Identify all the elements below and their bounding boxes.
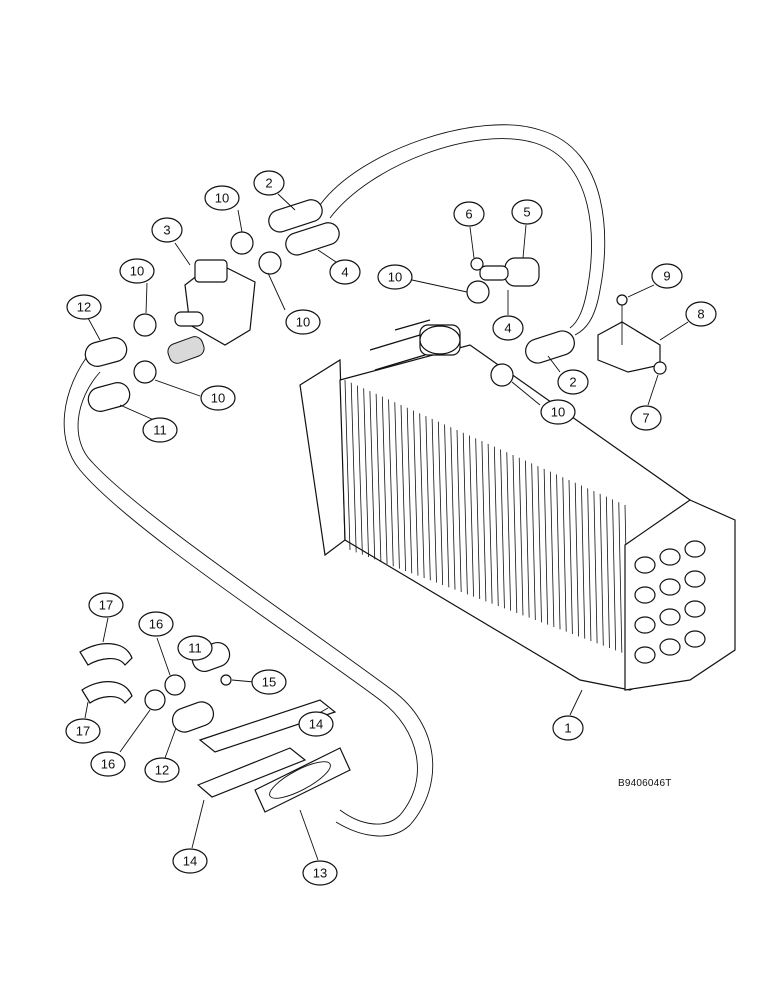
svg-text:14: 14	[309, 717, 323, 732]
svg-text:10: 10	[130, 264, 144, 279]
callouts: 1 2 2 3 4 4 5 6 7 8 9 10 10 10 10 10 10 …	[65, 170, 717, 886]
callout-8: 8	[685, 301, 717, 327]
svg-text:10: 10	[215, 191, 229, 206]
svg-text:2: 2	[569, 375, 576, 390]
callout-4: 4	[329, 259, 361, 285]
heater-core	[299, 319, 736, 691]
hose-clamps	[133, 231, 514, 387]
svg-text:6: 6	[465, 207, 472, 222]
callout-15: 15	[251, 669, 287, 695]
switch-and-bracket	[470, 257, 667, 375]
callout-10: 10	[119, 258, 155, 284]
callout-5: 5	[511, 199, 543, 225]
svg-text:3: 3	[163, 223, 170, 238]
callout-17: 17	[65, 718, 101, 744]
callout-16: 16	[138, 611, 174, 637]
callout-10: 10	[200, 385, 236, 411]
svg-text:10: 10	[211, 391, 225, 406]
hose-pieces	[84, 199, 575, 733]
svg-text:1: 1	[564, 721, 571, 736]
svg-text:11: 11	[188, 641, 202, 656]
svg-text:9: 9	[663, 269, 670, 284]
callout-12: 12	[144, 757, 180, 783]
svg-text:12: 12	[155, 763, 169, 778]
svg-text:4: 4	[504, 321, 511, 336]
water-valve	[167, 259, 256, 364]
callout-13: 13	[302, 860, 338, 886]
drawing-code: B9406046T	[618, 778, 672, 789]
callout-2: 2	[557, 369, 589, 395]
svg-text:7: 7	[642, 411, 649, 426]
svg-text:12: 12	[77, 300, 91, 315]
heater-core-fins	[344, 379, 629, 656]
callout-9: 9	[651, 263, 683, 289]
mounting-plates	[196, 699, 351, 813]
svg-text:8: 8	[697, 307, 704, 322]
callout-11: 11	[177, 635, 213, 661]
leader-lines	[84, 193, 689, 861]
callout-4: 4	[492, 315, 524, 341]
svg-text:17: 17	[76, 724, 90, 739]
elbow-fittings	[79, 643, 232, 711]
svg-text:11: 11	[153, 423, 167, 438]
callout-11: 11	[142, 417, 178, 443]
svg-text:14: 14	[183, 854, 197, 869]
svg-text:2: 2	[265, 176, 272, 191]
callout-16: 16	[90, 751, 126, 777]
callout-12: 12	[66, 294, 102, 320]
svg-text:10: 10	[388, 270, 402, 285]
callout-3: 3	[151, 217, 183, 243]
callout-6: 6	[453, 201, 485, 227]
svg-text:17: 17	[99, 598, 113, 613]
svg-text:5: 5	[523, 205, 530, 220]
svg-text:16: 16	[101, 757, 115, 772]
callout-14: 14	[172, 848, 208, 874]
heater-hose-loop	[63, 124, 606, 837]
callout-2: 2	[253, 170, 285, 196]
svg-text:13: 13	[313, 866, 327, 881]
callout-7: 7	[630, 405, 662, 431]
callout-10: 10	[285, 309, 321, 335]
callout-10: 10	[540, 399, 576, 425]
svg-text:10: 10	[296, 315, 310, 330]
svg-text:4: 4	[341, 265, 348, 280]
callout-10: 10	[377, 264, 413, 290]
callout-17: 17	[88, 592, 124, 618]
callout-14: 14	[298, 711, 334, 737]
svg-text:15: 15	[262, 675, 276, 690]
callout-1: 1	[552, 715, 584, 741]
heater-core-tube-bends	[634, 540, 706, 664]
svg-text:10: 10	[551, 405, 565, 420]
callout-10: 10	[204, 185, 240, 211]
svg-text:16: 16	[149, 617, 163, 632]
